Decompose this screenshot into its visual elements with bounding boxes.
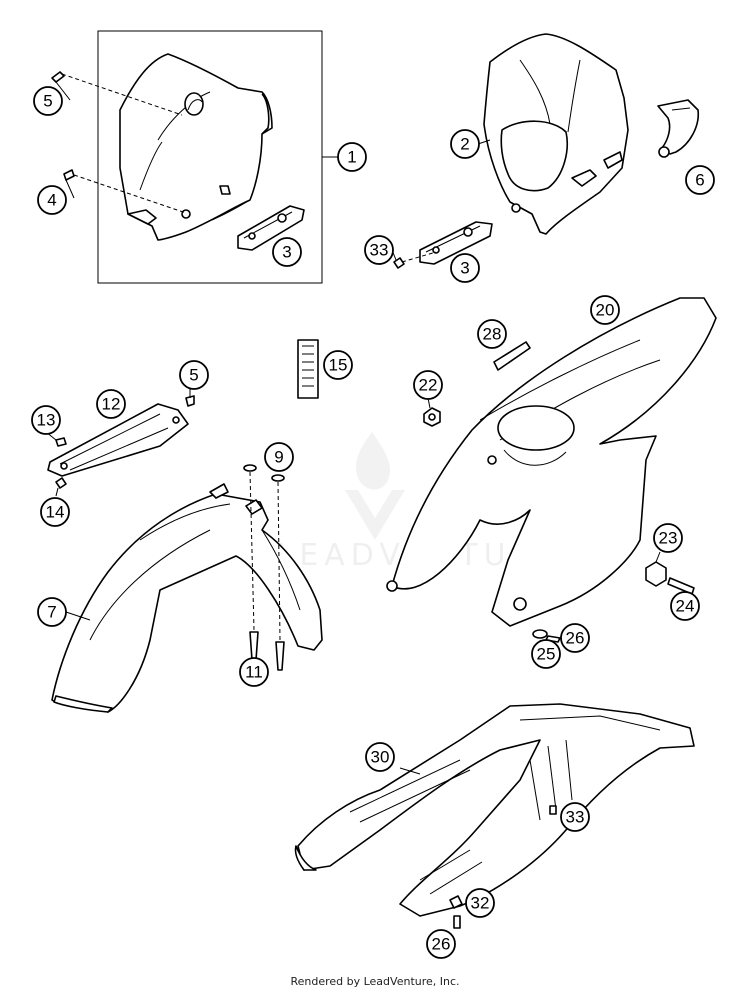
svg-text:26: 26 <box>566 629 585 648</box>
callout-5-top: 5 <box>33 86 63 116</box>
svg-text:33: 33 <box>370 241 389 260</box>
svg-text:4: 4 <box>47 191 56 210</box>
screw-5-bracket <box>185 395 195 407</box>
callout-12: 12 <box>96 389 126 419</box>
nut-23 <box>645 561 667 587</box>
svg-text:12: 12 <box>102 395 121 414</box>
callout-15: 15 <box>323 350 353 380</box>
callout-33-top: 33 <box>364 235 394 265</box>
callout-3-right: 3 <box>450 253 480 283</box>
callout-7: 7 <box>37 597 67 627</box>
callout-22: 22 <box>413 370 443 400</box>
watermark-logo <box>345 432 405 540</box>
svg-text:26: 26 <box>432 935 451 954</box>
svg-text:11: 11 <box>245 663 263 682</box>
svg-text:6: 6 <box>695 171 704 190</box>
callout-4: 4 <box>37 185 67 215</box>
svg-text:13: 13 <box>37 411 56 430</box>
callout-14: 14 <box>40 497 70 527</box>
callout-30: 30 <box>365 742 395 772</box>
callout-6: 6 <box>685 165 715 195</box>
callout-13: 13 <box>31 405 61 435</box>
svg-text:2: 2 <box>460 135 469 154</box>
screw-33-bottom <box>549 805 557 815</box>
svg-text:9: 9 <box>274 448 283 467</box>
callout-26-bottom: 26 <box>426 929 456 959</box>
screw-11-left <box>249 631 259 661</box>
screw-33-top <box>393 257 405 269</box>
screw-5 <box>51 71 65 83</box>
exploded-view-drawing: LEADVENTURE <box>31 30 717 959</box>
nut-22 <box>423 407 441 427</box>
callout-33-bottom: 33 <box>560 802 590 832</box>
nut-14 <box>55 477 67 489</box>
svg-text:30: 30 <box>371 748 390 767</box>
svg-text:5: 5 <box>189 366 198 385</box>
callout-5-bracket: 5 <box>179 360 209 390</box>
decal-28 <box>493 341 531 371</box>
callout-2: 2 <box>450 129 480 159</box>
screw-13 <box>55 437 67 447</box>
svg-text:5: 5 <box>43 92 52 111</box>
svg-text:23: 23 <box>659 529 678 548</box>
svg-text:25: 25 <box>537 645 556 664</box>
callout-25: 25 <box>531 639 561 669</box>
svg-text:7: 7 <box>47 603 56 622</box>
svg-text:3: 3 <box>282 243 291 262</box>
callout-26-mid: 26 <box>560 623 590 653</box>
clamp-6 <box>657 99 700 158</box>
nut-32 <box>449 895 463 909</box>
callout-24: 24 <box>670 591 700 621</box>
front-fender-7 <box>51 483 323 713</box>
rear-fender-20 <box>386 297 717 627</box>
headlight-mask-1 <box>119 53 273 241</box>
callout-1: 1 <box>337 142 367 172</box>
svg-text:28: 28 <box>483 325 502 344</box>
svg-text:15: 15 <box>329 356 348 375</box>
bracket-12 <box>47 403 189 477</box>
svg-text:14: 14 <box>46 503 65 522</box>
washer-9-left <box>243 464 257 472</box>
svg-text:24: 24 <box>676 597 695 616</box>
svg-text:1: 1 <box>347 148 356 167</box>
washer-25 <box>532 629 548 639</box>
screw-11-right <box>275 641 285 671</box>
callout-20: 20 <box>590 295 620 325</box>
washer-9-right <box>271 474 285 482</box>
reflector-3-right <box>419 221 493 265</box>
callout-32: 32 <box>465 888 495 918</box>
svg-text:3: 3 <box>460 259 469 278</box>
screw-24 <box>667 577 695 595</box>
reflector-3-left <box>237 205 305 251</box>
screw-26-bottom <box>453 915 461 929</box>
callout-9: 9 <box>264 442 294 472</box>
callout-3-left: 3 <box>272 237 302 267</box>
rear-cover-30 <box>294 703 695 917</box>
svg-text:20: 20 <box>596 301 615 320</box>
svg-text:32: 32 <box>471 894 490 913</box>
callout-28: 28 <box>477 319 507 349</box>
screw-4 <box>63 169 75 181</box>
headlight-mask-2 <box>483 33 629 235</box>
callout-11: 11 <box>239 657 269 687</box>
svg-text:22: 22 <box>419 376 438 395</box>
reflector-15 <box>297 339 319 399</box>
footer-credit: Rendered by LeadVenture, Inc. <box>290 975 460 988</box>
callout-23: 23 <box>653 523 683 553</box>
svg-text:33: 33 <box>566 808 585 827</box>
